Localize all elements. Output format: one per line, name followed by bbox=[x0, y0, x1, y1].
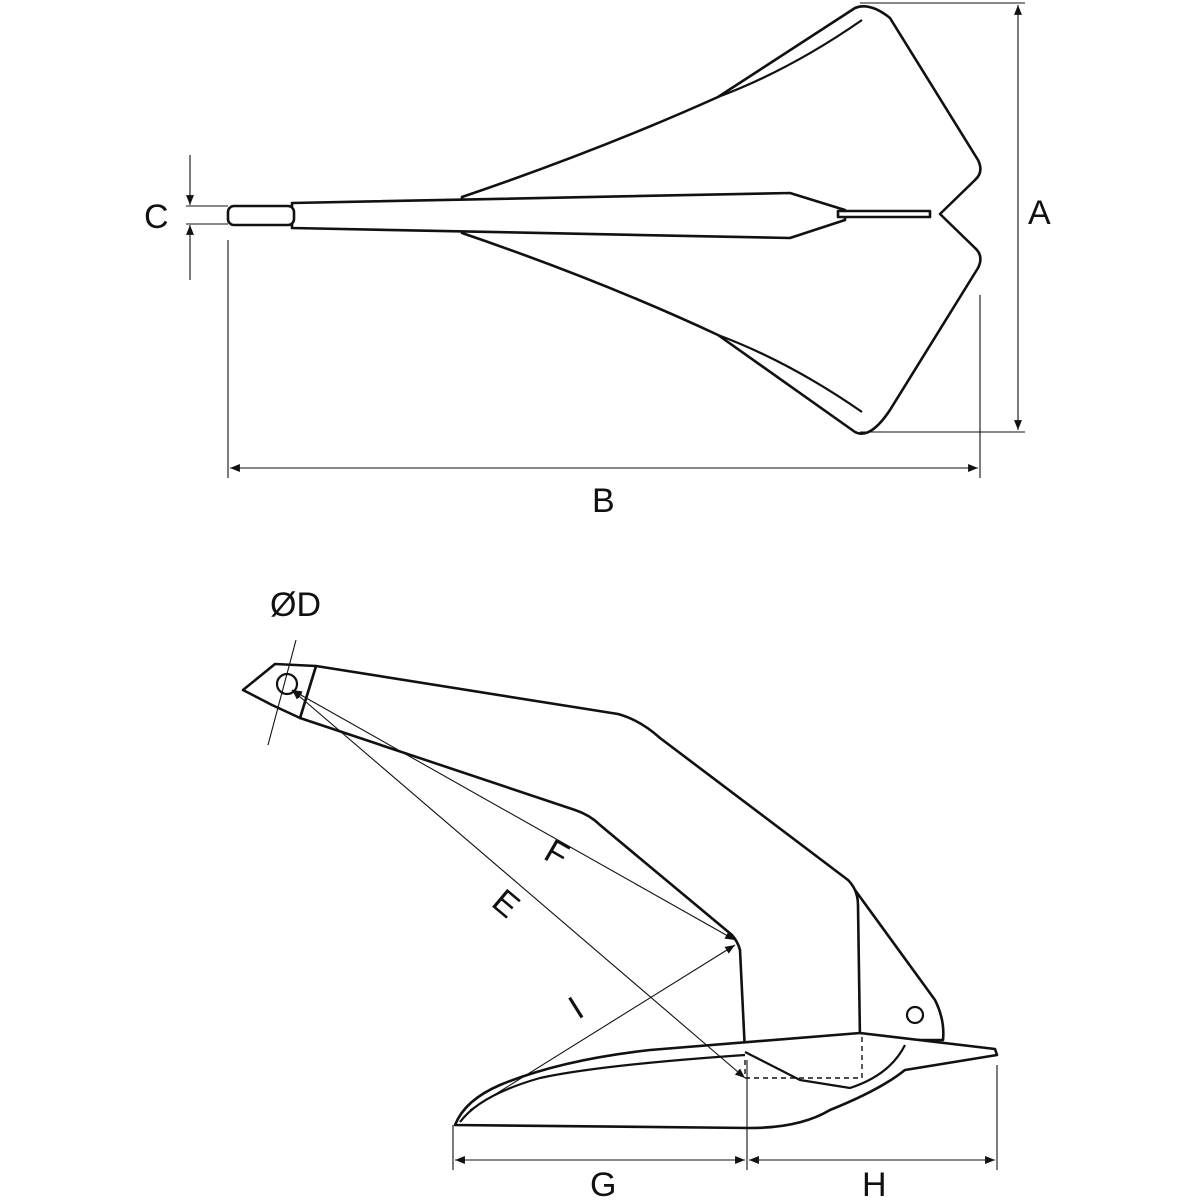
label-g: G bbox=[590, 1166, 616, 1200]
side-rear-stabilizer bbox=[853, 888, 945, 1042]
top-shank bbox=[290, 191, 847, 240]
side-shank bbox=[298, 664, 862, 1054]
label-b: B bbox=[592, 482, 615, 520]
label-h: H bbox=[862, 1166, 887, 1200]
dimension-f-line bbox=[291, 689, 736, 941]
top-slot bbox=[836, 209, 932, 219]
label-e: E bbox=[485, 882, 527, 926]
dimension-i-line bbox=[469, 944, 736, 1111]
label-f: F bbox=[538, 832, 575, 875]
top-shackle-end bbox=[226, 204, 296, 227]
side-view: ØD E F I G H bbox=[241, 586, 999, 1200]
top-view: A B C bbox=[144, 2, 1051, 520]
label-c: C bbox=[144, 198, 169, 236]
label-a: A bbox=[1028, 194, 1051, 232]
label-d: ØD bbox=[270, 586, 321, 624]
label-i: I bbox=[562, 990, 590, 1027]
side-fluke bbox=[453, 1031, 999, 1130]
